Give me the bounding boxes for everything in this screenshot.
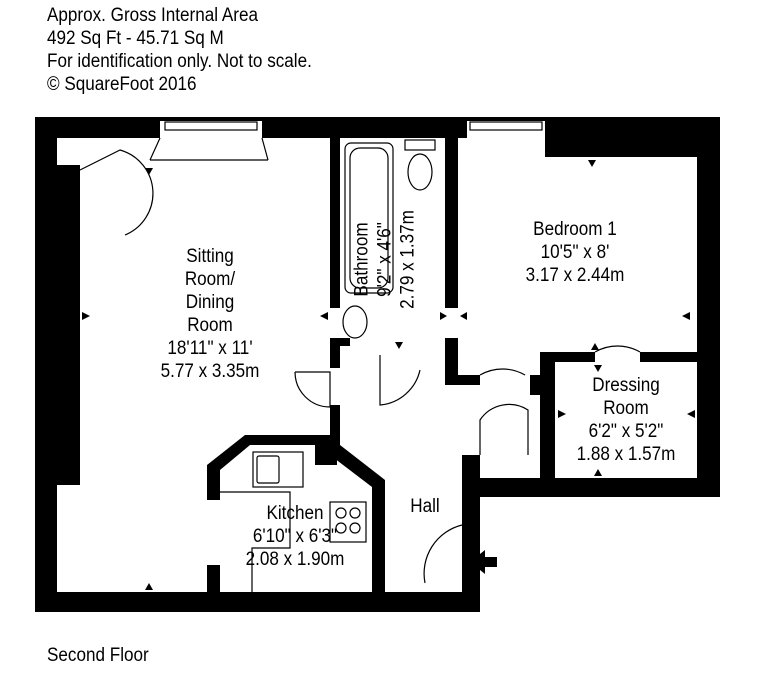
room-size-imperial: 6'2" x 5'2" [588, 421, 664, 442]
room-name: Room/ [184, 269, 236, 290]
room-name: Hall [410, 496, 440, 517]
room-name: Kitchen [266, 503, 324, 524]
kitchen-label: Kitchen 6'10" x 6'3" 2.08 x 1.90m [228, 502, 363, 571]
room-size-metric: 3.17 x 2.44m [525, 265, 625, 286]
plan-header: Approx. Gross Internal Area 492 Sq Ft - … [47, 4, 312, 96]
room-name: Bedroom 1 [533, 219, 617, 240]
bathroom-label: Bathroom 9'2" x 4'6" 2.79 x 1.37m [351, 170, 420, 350]
dimension-markers [82, 160, 695, 590]
dressing-room-label: Dressing Room 6'2" x 5'2" 1.88 x 1.57m [562, 374, 690, 466]
disclaimer: For identification only. Not to scale. [47, 51, 312, 72]
room-size-imperial: 9'2" x 4'6" [374, 222, 396, 297]
room-size-imperial: 6'10" x 6'3" [252, 526, 338, 547]
area-title: Approx. Gross Internal Area [47, 5, 259, 26]
sitting-room-label: Sitting Room/ Dining Room 18'11" x 11' 5… [143, 245, 278, 383]
room-size-imperial: 10'5" x 8' [540, 242, 610, 263]
room-size-metric: 5.77 x 3.35m [160, 361, 260, 382]
room-name: Room [603, 398, 649, 419]
hall-label: Hall [398, 495, 452, 518]
room-name: Bathroom [351, 222, 373, 297]
room-size-metric: 2.79 x 1.37m [397, 210, 419, 309]
room-name: Dressing [592, 375, 660, 396]
room-name: Dining [185, 292, 235, 313]
room-name: Room [187, 315, 233, 336]
room-size-metric: 2.08 x 1.90m [245, 549, 345, 570]
room-size-imperial: 18'11" x 11' [167, 338, 253, 359]
area-value: 492 Sq Ft - 45.71 Sq M [47, 28, 224, 49]
walls [35, 117, 720, 612]
floor-label: Second Floor [47, 645, 149, 666]
entrance-arrow-icon [470, 550, 497, 574]
room-name: Sitting [186, 246, 234, 267]
copyright: © SquareFoot 2016 [47, 74, 197, 95]
fixtures [79, 121, 641, 592]
room-size-metric: 1.88 x 1.57m [576, 444, 676, 465]
bedroom-label: Bedroom 1 10'5" x 8' 3.17 x 2.44m [508, 218, 643, 287]
